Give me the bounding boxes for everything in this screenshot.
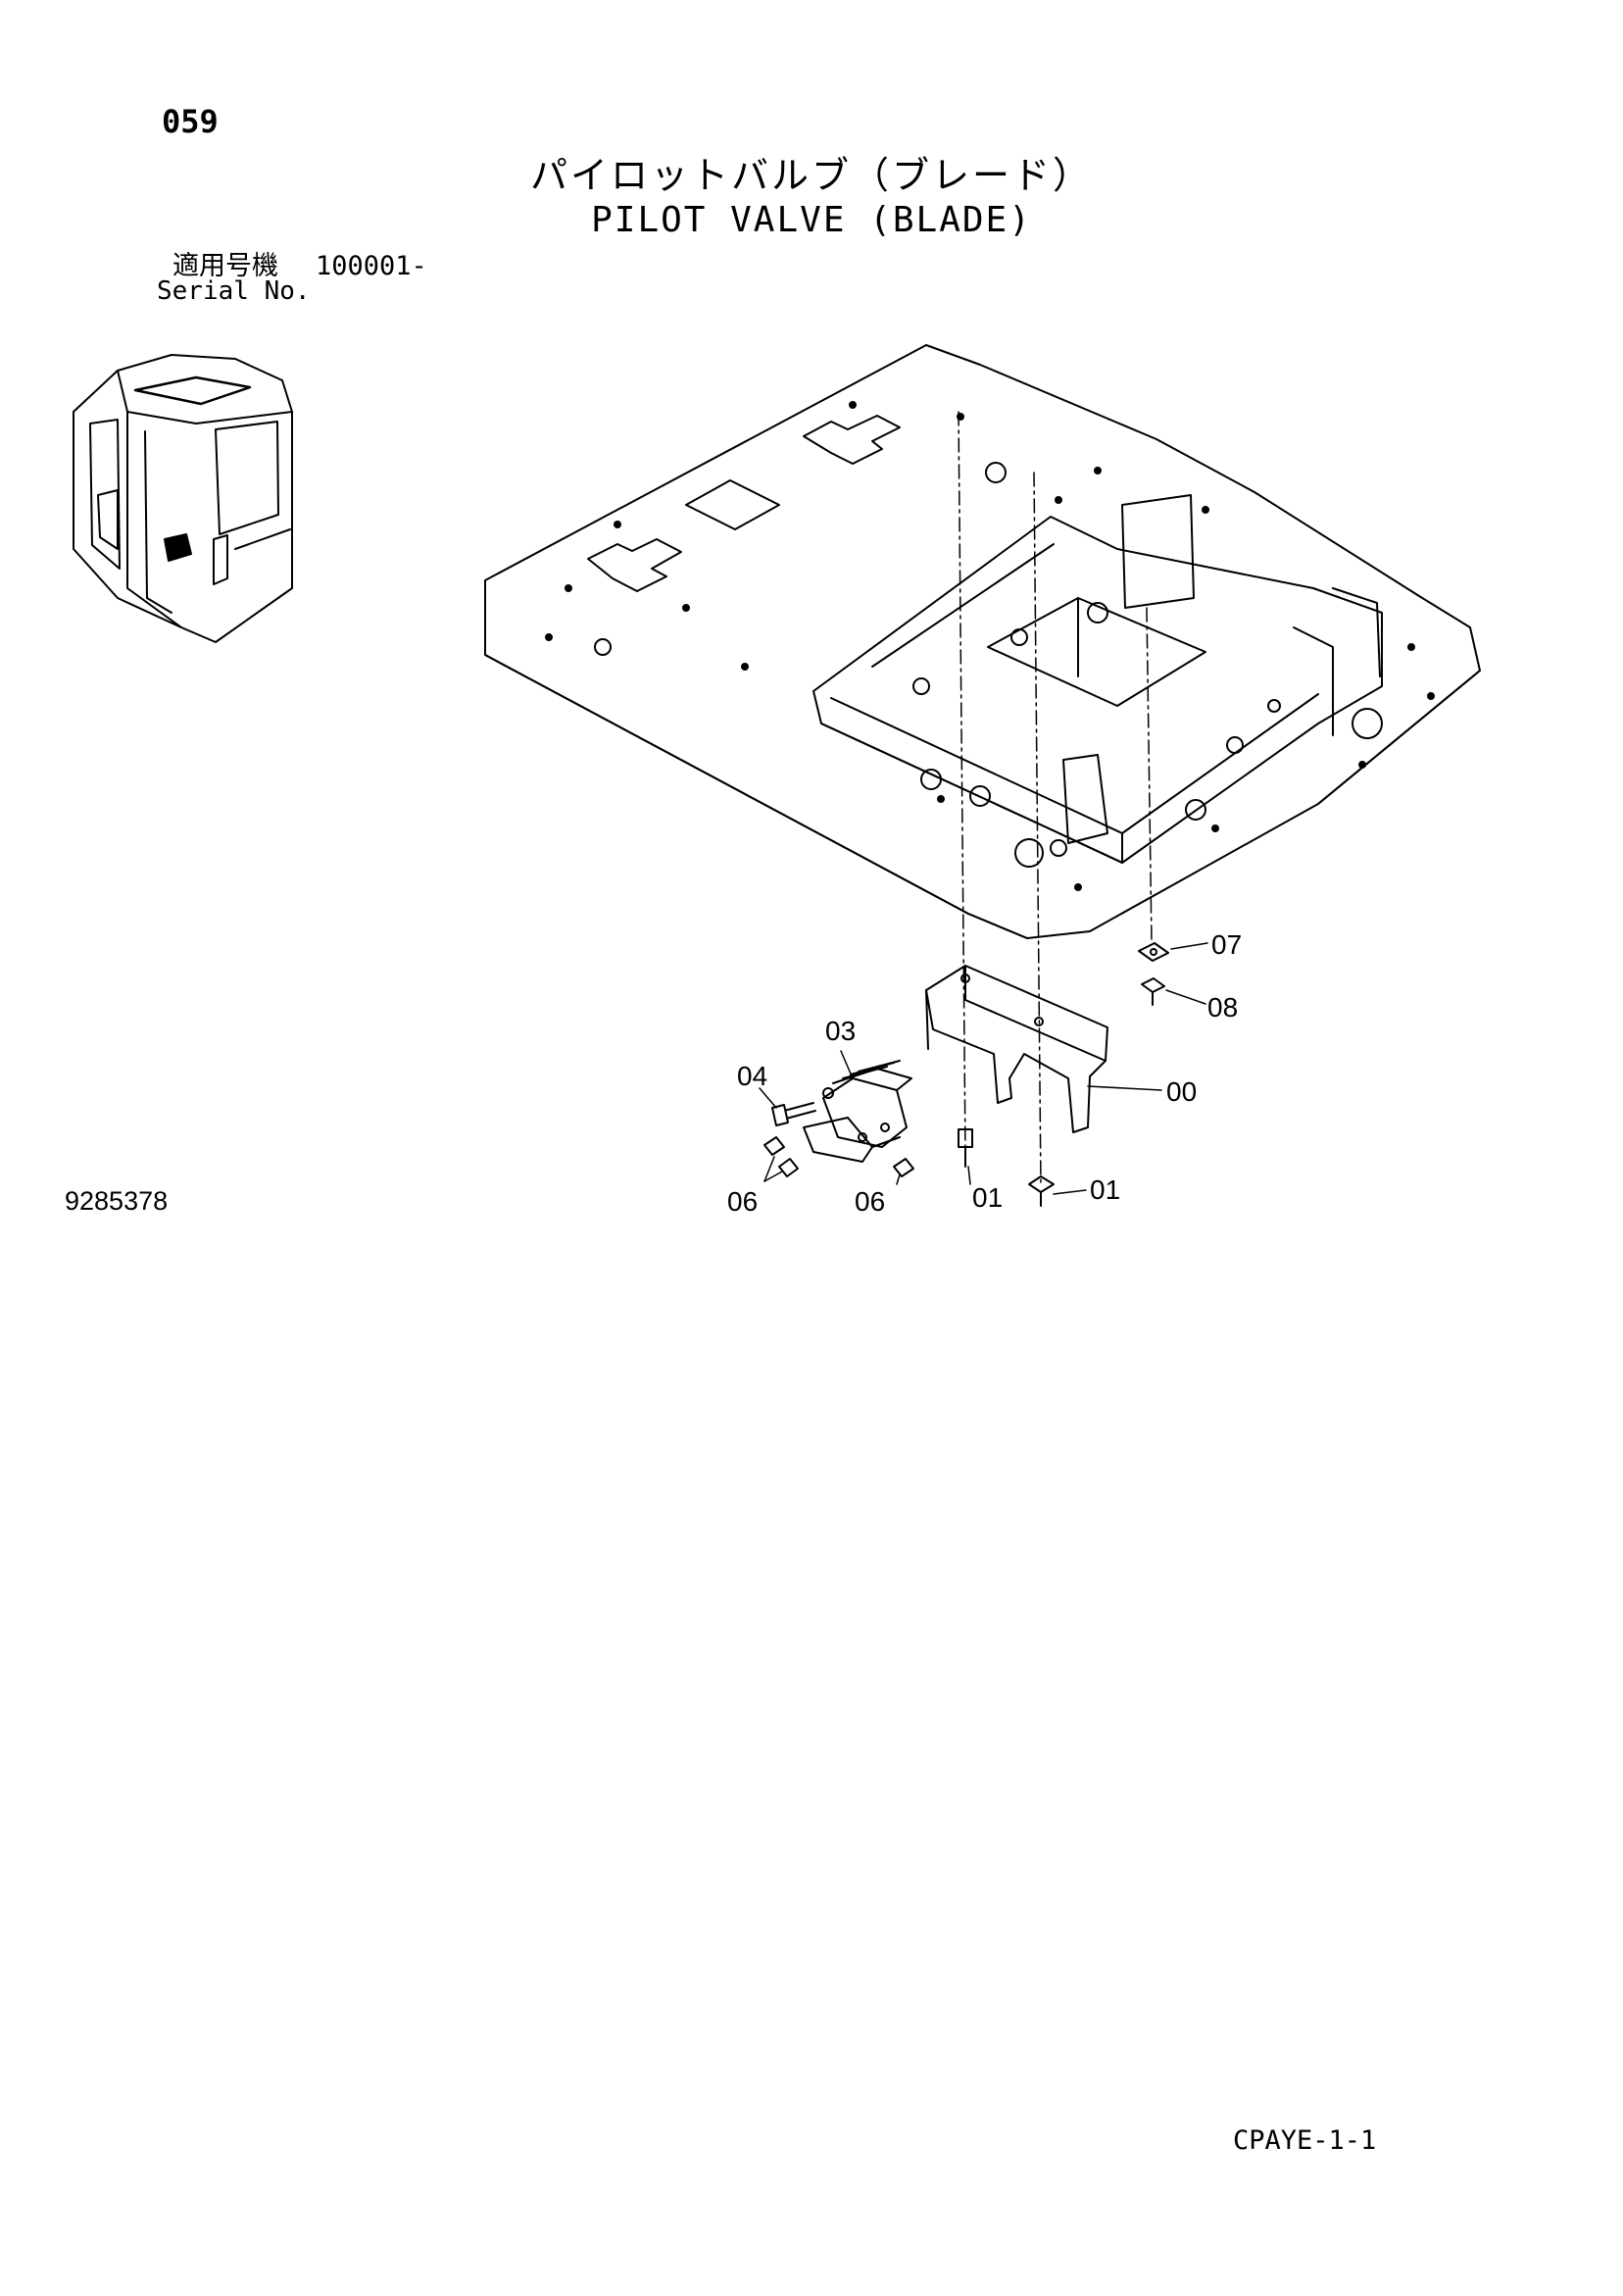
serial-value: 100001- (316, 251, 427, 281)
fittings-06 (763, 1136, 914, 1177)
callout-01-left: 01 (972, 1182, 1004, 1213)
document-code: CPAYE-1-1 (1233, 2125, 1377, 2156)
callout-07: 07 (1211, 929, 1243, 960)
callout-01-right: 01 (1090, 1174, 1121, 1205)
title-japanese: パイロットバルブ（ブレード） (529, 154, 1093, 197)
cab-locator-thumbnail (73, 354, 293, 643)
title-english: PILOT VALVE (BLADE) (591, 200, 1032, 240)
pilot-valve-body (803, 1060, 912, 1163)
callout-00: 00 (1166, 1076, 1198, 1107)
cab-floor-plate (484, 344, 1481, 939)
seat-box-frame (812, 494, 1383, 864)
page-number: 059 (162, 103, 219, 140)
callout-leaders (759, 942, 1208, 1195)
callout-06-right: 06 (855, 1186, 886, 1217)
serial-label-english: Serial No. (157, 276, 311, 306)
pilot-valve-bracket (925, 965, 1108, 1133)
bolts-01 (958, 1128, 1055, 1207)
callout-03: 03 (825, 1016, 857, 1046)
callout-04: 04 (737, 1061, 768, 1091)
callout-06-left: 06 (727, 1186, 759, 1217)
callout-08: 08 (1207, 992, 1239, 1023)
drawing-number: 9285378 (65, 1186, 169, 1216)
assembly-centerlines (958, 411, 1153, 1187)
serial-label-japanese: 適用号機 (172, 251, 278, 281)
bolt-04 (771, 1102, 816, 1126)
washer-07-bolt-08 (1138, 942, 1169, 1006)
